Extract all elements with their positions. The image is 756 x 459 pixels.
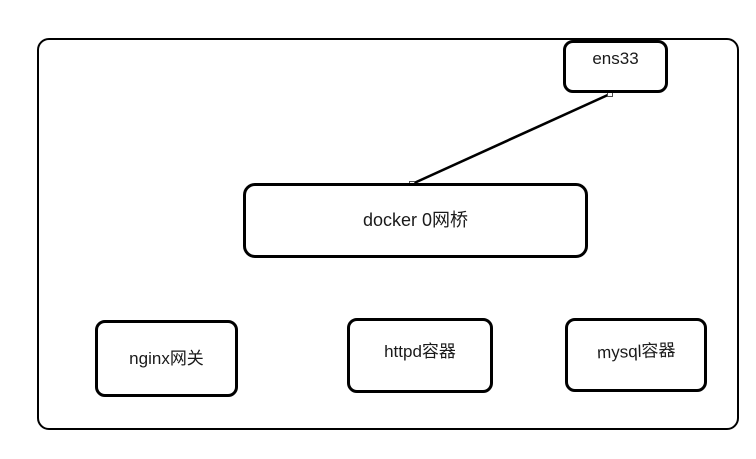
node-docker0-bridge-label: docker 0网桥 [362,209,469,230]
node-ens33-label: ens33 [592,48,639,68]
node-docker0-bridge[interactable]: docker 0网桥 [243,183,588,258]
ens33-to-docker0-connector-line[interactable] [411,92,611,186]
node-httpd-container[interactable]: httpd容器 [347,318,493,393]
node-mysql-container-label: mysql容器 [596,340,676,362]
node-nginx-gateway-label: nginx网关 [129,349,204,368]
node-nginx-gateway[interactable]: nginx网关 [95,320,238,397]
host-boundary-box[interactable] [37,38,739,430]
node-ens33[interactable]: ens33 [563,40,668,93]
node-httpd-container-label: httpd容器 [384,342,456,361]
node-mysql-container[interactable]: mysql容器 [565,318,707,392]
